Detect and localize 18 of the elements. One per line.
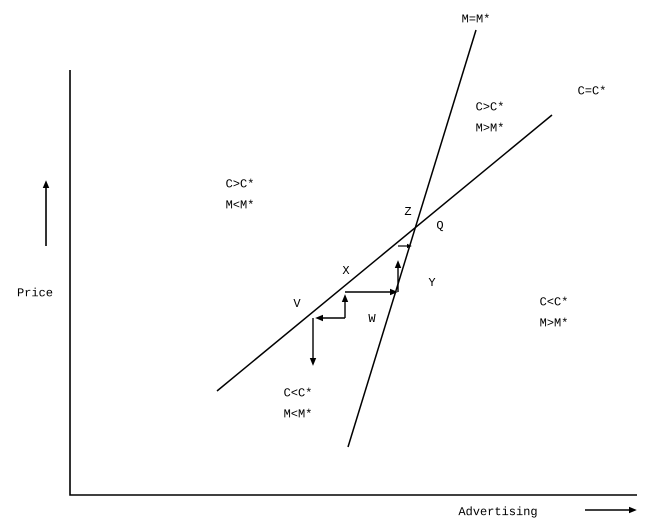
region-label: C>C* bbox=[476, 102, 503, 110]
region-label: M>M* bbox=[540, 318, 567, 326]
region-label: C<C* bbox=[540, 296, 567, 306]
point-label: Y bbox=[428, 278, 436, 286]
region-label: C<C* bbox=[284, 388, 311, 396]
region-label: M>M* bbox=[476, 122, 503, 132]
region-label: C>C* bbox=[226, 178, 253, 188]
point-label: X bbox=[342, 266, 350, 274]
point-label: W bbox=[368, 314, 376, 322]
point-label: V bbox=[293, 299, 301, 307]
point-label: Q bbox=[437, 220, 444, 232]
line-label: C=C* bbox=[578, 86, 605, 94]
axis-title: Price bbox=[18, 288, 52, 296]
line-label: M=M* bbox=[462, 14, 489, 22]
point-label: Z bbox=[404, 207, 412, 215]
region-label: M<M* bbox=[284, 408, 311, 418]
region-label: M<M* bbox=[226, 200, 253, 208]
axis-title: Advertising bbox=[458, 506, 537, 518]
